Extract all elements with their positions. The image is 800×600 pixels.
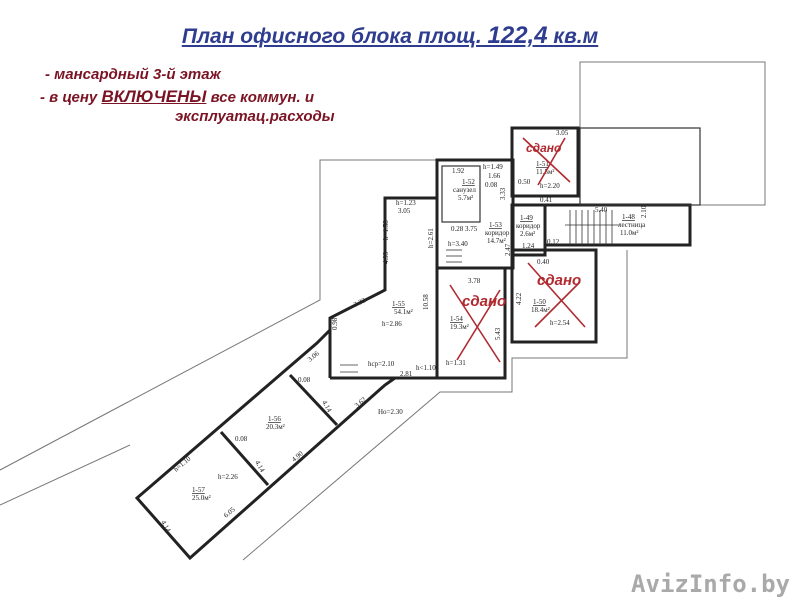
svg-text:0.08: 0.08 xyxy=(235,435,248,443)
room-1-57-height: h=2.26 xyxy=(218,473,238,481)
svg-text:h=1.49: h=1.49 xyxy=(483,163,503,171)
room-1-51-id: 1-51 xyxy=(536,160,549,168)
room-1-52-id: 1-52 xyxy=(462,178,475,186)
room-1-53-name: коридор xyxy=(485,229,510,237)
svg-text:0.12: 0.12 xyxy=(547,238,560,246)
svg-text:2.81: 2.81 xyxy=(400,370,413,378)
svg-text:2.47: 2.47 xyxy=(504,243,512,256)
rented-mark-1-54: сдано xyxy=(449,284,506,363)
svg-text:сдано: сдано xyxy=(462,293,506,310)
room-1-48-area: 11.0м² xyxy=(620,229,639,237)
room-1-50-height: h=2.54 xyxy=(550,319,570,327)
room-1-49-area: 2.6м² xyxy=(520,230,535,238)
svg-text:hср=2.10: hср=2.10 xyxy=(368,360,395,368)
room-1-56-area: 20.3м² xyxy=(266,423,285,431)
room-1-54-area: 19.3м² xyxy=(450,323,469,331)
corridor-block-walls xyxy=(435,158,515,270)
room-1-53-area: 14.7м² xyxy=(487,237,506,245)
svg-text:0.50: 0.50 xyxy=(518,178,531,186)
room-1-48-name: лестница xyxy=(618,221,646,229)
room-1-51-height: h=2.20 xyxy=(540,182,560,190)
svg-text:h=1.58: h=1.58 xyxy=(382,220,390,240)
svg-text:3.62: 3.62 xyxy=(353,395,368,409)
room-1-57-id: 1-57 xyxy=(192,486,205,494)
adjacent-area-outline xyxy=(579,61,766,206)
svg-text:1.66: 1.66 xyxy=(488,172,501,180)
staircase-steps xyxy=(340,210,620,373)
room-1-57-area: 25.0м² xyxy=(192,494,211,502)
svg-text:3.33: 3.33 xyxy=(499,187,507,200)
dimension-labels: h=1.23 3.05 h=1.58 4.93 3.32 10.58 0.98 … xyxy=(159,129,648,534)
room-1-49-name: коридор xyxy=(516,222,541,230)
room-1-53-id: 1-53 xyxy=(489,221,502,229)
room-1-55-id: 1-55 xyxy=(392,300,405,308)
svg-text:5.40: 5.40 xyxy=(595,206,608,214)
room-1-48-id: 1-48 xyxy=(622,213,635,221)
plan-title: План офисного блока площ. 122,4 кв.м xyxy=(181,22,599,49)
room-1-54-id: 1-54 xyxy=(450,315,463,323)
svg-text:4.14: 4.14 xyxy=(320,399,333,414)
svg-text:1.24: 1.24 xyxy=(522,242,535,250)
room-1-54-walls xyxy=(435,266,507,380)
svg-text:h<1.10: h<1.10 xyxy=(416,364,436,372)
room-1-50-walls xyxy=(510,248,598,344)
svg-text:4.22: 4.22 xyxy=(515,292,523,305)
room-1-55-area: 54.1м² xyxy=(394,308,413,316)
svg-text:3.05: 3.05 xyxy=(398,207,411,215)
room-1-56-id: 1-56 xyxy=(268,415,281,423)
adjacent-room xyxy=(579,127,701,206)
svg-text:5.43: 5.43 xyxy=(494,327,502,340)
svg-text:0.08: 0.08 xyxy=(485,181,498,189)
room-1-50-id: 1-50 xyxy=(533,298,546,306)
svg-text:сдано: сдано xyxy=(537,272,581,289)
room-1-55-height: h=2.86 xyxy=(382,320,402,328)
svg-text:0.41: 0.41 xyxy=(540,196,553,204)
wall-1-56 xyxy=(288,373,339,427)
wall-1-56-1-57 xyxy=(219,431,270,486)
svg-text:h=2.61: h=2.61 xyxy=(427,228,435,248)
svg-text:Hо=2.30: Hо=2.30 xyxy=(378,408,403,416)
svg-text:h=3.40: h=3.40 xyxy=(448,240,468,248)
room-1-52-area: 5.7м² xyxy=(458,194,473,202)
svg-text:3.05: 3.05 xyxy=(556,129,569,137)
svg-text:10.58: 10.58 xyxy=(422,294,430,310)
svg-text:0.98: 0.98 xyxy=(331,317,339,330)
svg-text:0.08: 0.08 xyxy=(298,376,311,384)
rented-mark-1-51: сдано xyxy=(522,137,571,186)
svg-text:0.28 3.75: 0.28 3.75 xyxy=(451,225,478,233)
svg-text:4.93: 4.93 xyxy=(382,251,390,264)
room-1-51-walls xyxy=(510,126,580,198)
room-1-50-area: 18.4м² xyxy=(531,306,550,314)
note-floor: - мансардный 3-й этаж xyxy=(45,66,221,83)
svg-text:2.10: 2.10 xyxy=(640,205,648,218)
rented-mark-1-50: сдано xyxy=(527,262,586,328)
outer-roof-outline-bottom xyxy=(242,250,628,561)
svg-text:h=1.23: h=1.23 xyxy=(396,199,416,207)
note-expenses: эксплуатац.расходы xyxy=(175,108,335,125)
room-1-54-height: h=1.31 xyxy=(446,359,466,367)
room-1-52-name: санузел xyxy=(453,186,476,194)
svg-text:1.92: 1.92 xyxy=(452,167,465,175)
svg-text:4.90: 4.90 xyxy=(290,449,305,463)
room-1-49-id: 1-49 xyxy=(520,214,533,222)
outer-roof-outline-top xyxy=(0,159,437,471)
room-1-52-walls xyxy=(441,165,481,223)
svg-text:0.40: 0.40 xyxy=(537,258,550,266)
svg-text:3.32: 3.32 xyxy=(352,296,367,309)
watermark-logo: AvizInfo.by xyxy=(631,570,790,598)
note-price: - в цену ВКЛЮЧЕНЫ все коммун. и xyxy=(40,87,314,106)
svg-text:3.78: 3.78 xyxy=(468,277,481,285)
outer-roof-line xyxy=(0,444,131,506)
svg-text:сдано: сдано xyxy=(526,141,561,155)
